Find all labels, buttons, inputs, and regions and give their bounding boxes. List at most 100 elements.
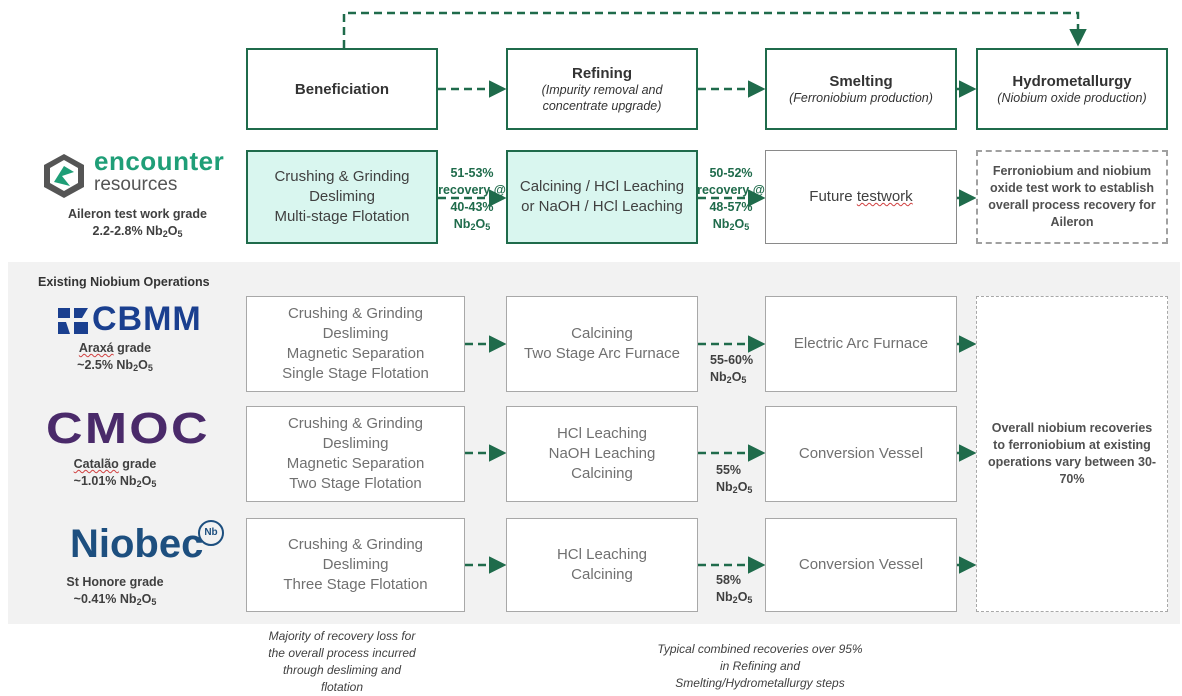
cmoc-logo: CMOC	[46, 404, 207, 454]
header-title: Smelting	[829, 72, 893, 90]
sub: 2	[136, 479, 142, 489]
process-line: Two Stage Arc Furnace	[524, 345, 680, 362]
o: O	[737, 590, 748, 604]
niobec-grade: St Honore grade ~0.41% Nb2O5	[50, 574, 180, 608]
grade-value: ~1.01% Nb	[73, 474, 137, 488]
sub: 2	[136, 597, 142, 607]
process-line: HCl Leaching	[556, 425, 648, 442]
sub: 5	[147, 363, 153, 373]
process-line: Crushing & Grinding	[287, 305, 424, 322]
sub: 2	[729, 222, 735, 232]
header-hydrometallurgy: Hydrometallurgy (Niobium oxide productio…	[976, 48, 1168, 130]
sub: 5	[151, 597, 157, 607]
header-beneficiation: Beneficiation	[246, 48, 438, 130]
niobec-recovery: 58% Nb2O5	[716, 572, 752, 606]
cmoc-refining-box: HCl Leaching NaOH Leaching Calcining	[506, 406, 698, 502]
rec-line: 50-52%	[709, 166, 753, 180]
grade-value: ~0.41% Nb	[73, 592, 137, 606]
rec-pct: 58%	[716, 573, 742, 587]
o: O	[167, 224, 178, 238]
encounter-grade-line2: 2.2-2.8% Nb2O5	[40, 223, 235, 240]
process-line: Calcining	[571, 465, 633, 482]
existing-title: Existing Niobium Operations	[38, 275, 210, 289]
o: O	[731, 370, 742, 384]
encounter-recovery-2: 50-52% recovery @ 48-57% Nb2O5	[695, 165, 767, 233]
sub: 5	[741, 375, 747, 385]
rec-line: Nb2O5	[695, 216, 767, 233]
process-line: Multi-stage Flotation	[274, 208, 410, 225]
process-line: Two Stage Flotation	[289, 475, 422, 492]
sub: 5	[747, 485, 753, 495]
grade-value: 2.2-2.8% Nb	[92, 224, 163, 238]
note-right: Typical combined recoveries over 95% in …	[657, 642, 863, 690]
process-line: Calcining	[571, 325, 633, 342]
rec-line: 40-43%	[450, 200, 494, 214]
sub: 5	[485, 222, 491, 232]
bypass-arrow	[342, 11, 1087, 48]
cmoc-beneficiation-box: Crushing & Grinding Desliming Magnetic S…	[246, 406, 465, 502]
header-refining: Refining (Impurity removal and concentra…	[506, 48, 698, 130]
grade-name: Araxá	[78, 341, 114, 355]
niobec-logo-text: Niobec	[70, 522, 204, 566]
cmoc-logo-text: CMOC	[46, 404, 210, 453]
o: O	[141, 592, 152, 606]
process-line: or NaOH / HCl Leaching	[521, 198, 683, 215]
process-line: Magnetic Separation	[286, 455, 425, 472]
process-line: Desliming	[322, 435, 389, 452]
o: O	[138, 358, 148, 372]
o: O	[734, 217, 745, 231]
sub: 5	[744, 222, 750, 232]
sub: 5	[177, 229, 183, 239]
sub: 2	[732, 485, 738, 495]
rec-unit: Nb2O5	[710, 369, 753, 386]
header-smelting: Smelting (Ferroniobium production)	[765, 48, 957, 130]
sub: 5	[151, 479, 157, 489]
process-line: Electric Arc Furnace	[793, 335, 929, 352]
sub: 2	[732, 595, 738, 605]
grade-suffix: grade	[118, 457, 157, 471]
note-left: Majority of recovery loss for the overal…	[268, 629, 416, 694]
process-line: Desliming	[322, 325, 389, 342]
cbmm-recovery: 55-60% Nb2O5	[710, 352, 753, 386]
hydro-text: Ferroniobium and niobium oxide test work…	[988, 164, 1156, 229]
sub: 2	[133, 363, 139, 373]
niobec-refining-box: HCl Leaching Calcining	[506, 518, 698, 612]
niobec-beneficiation-box: Crushing & Grinding Desliming Three Stag…	[246, 518, 465, 612]
encounter-grade-line1: Aileron test work grade	[68, 207, 207, 221]
process-line: Desliming	[309, 188, 375, 205]
smelting-text: Future testwork	[809, 187, 912, 207]
rec-line: recovery @	[438, 183, 506, 197]
grade-line1: Catalão grade	[50, 456, 180, 473]
header-subtitle: (Impurity removal and concentrate upgrad…	[541, 82, 663, 113]
encounter-logo-word2: resources	[94, 174, 178, 195]
overall-text: Overall niobium recoveries to ferroniobi…	[987, 421, 1157, 486]
niobec-smelting-box: Conversion Vessel	[765, 518, 957, 612]
nb: Nb	[710, 370, 727, 384]
niobec-logo-badge: Nb	[198, 520, 224, 546]
process-line: Magnetic Separation	[286, 345, 425, 362]
encounter-logo-mark	[44, 154, 84, 198]
grade-value: ~2.5% Nb	[77, 358, 134, 372]
smelt-word: testwork	[856, 188, 913, 205]
grade-line1: St Honore grade	[50, 574, 180, 591]
encounter-refining-box: Calcining / HCl Leaching or NaOH / HCl L…	[506, 150, 698, 244]
o: O	[737, 480, 748, 494]
cmoc-smelting-box: Conversion Vessel	[765, 406, 957, 502]
process-line: NaOH Leaching	[548, 445, 656, 462]
cbmm-logo: CBMM	[56, 300, 206, 340]
process-line: Three Stage Flotation	[283, 576, 428, 593]
process-line: Desliming	[322, 556, 389, 573]
grade-name: Catalão	[73, 457, 119, 471]
smelt-prefix: Future	[809, 188, 857, 205]
sub: 2	[470, 222, 476, 232]
rec-unit: Nb2O5	[716, 589, 752, 606]
process-line: Conversion Vessel	[798, 445, 924, 462]
o: O	[475, 217, 486, 231]
encounter-beneficiation-box: Crushing & Grinding Desliming Multi-stag…	[246, 150, 438, 244]
encounter-grade: Aileron test work grade 2.2-2.8% Nb2O5	[40, 206, 235, 240]
header-subtitle: (Niobium oxide production)	[997, 90, 1147, 105]
sub: 2	[162, 229, 168, 239]
nb: Nb	[716, 480, 733, 494]
rec-line: 51-53%	[450, 166, 494, 180]
